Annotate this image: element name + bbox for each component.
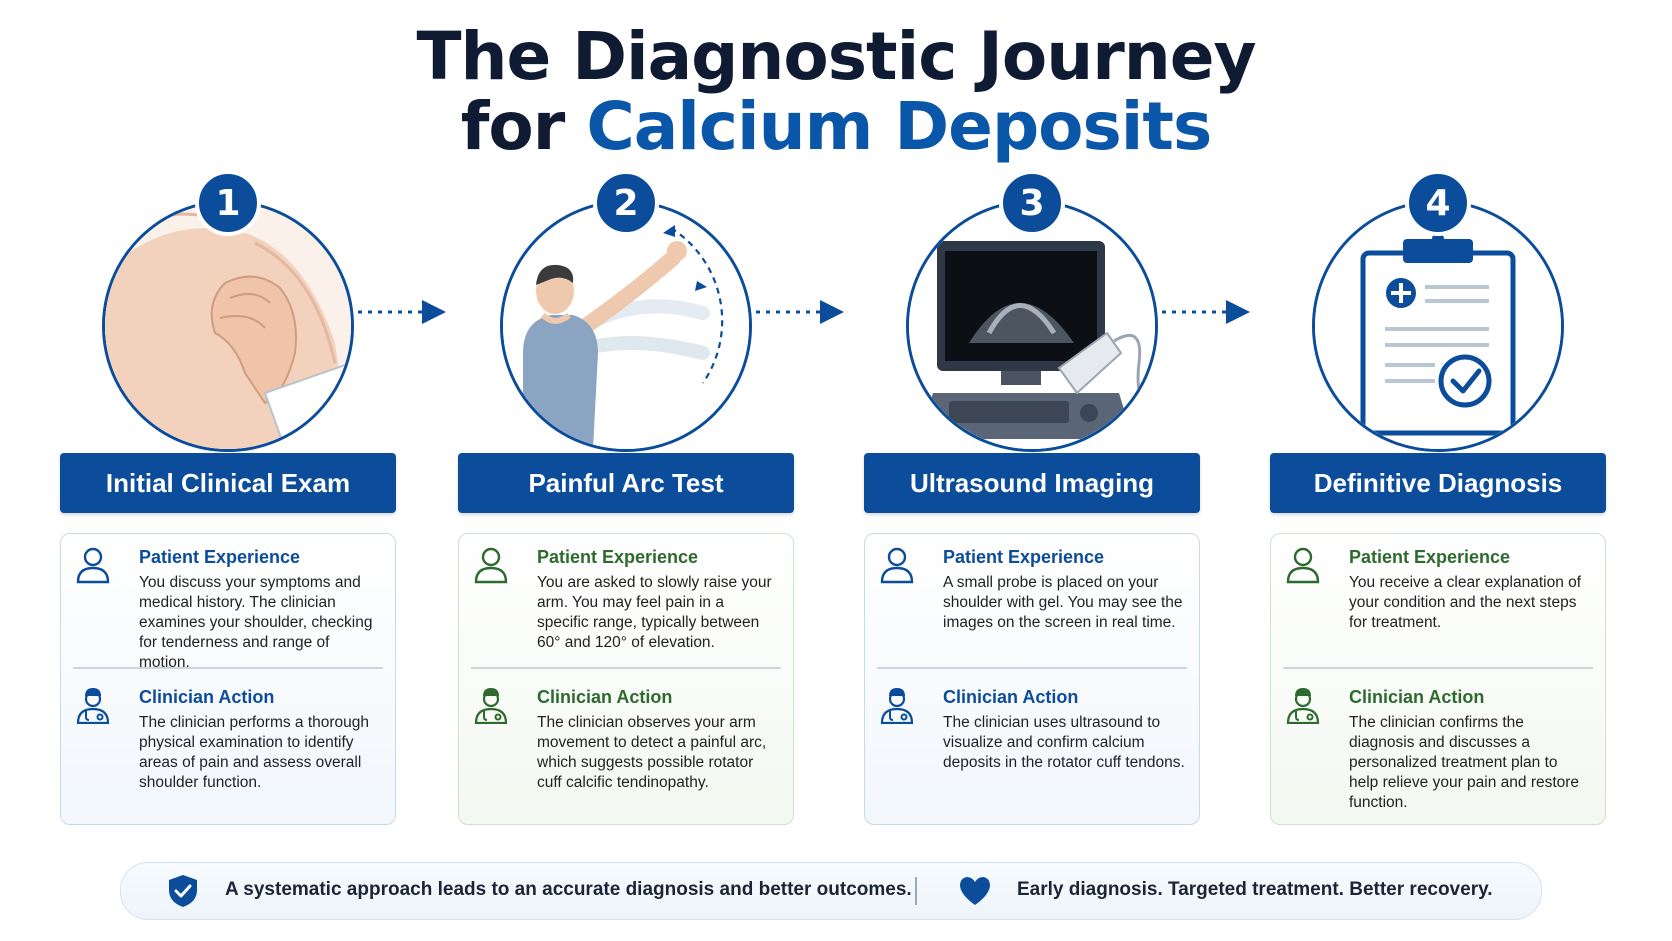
step-number-badge: 2 [593,170,659,236]
step-3: 3 Ultrasound Imaging Patient Experience … [864,170,1200,830]
patient-icon [1286,547,1320,584]
clinician-action-text: The clinician observes your arm movement… [537,714,767,791]
arm-raise-arc-illustration [500,200,752,452]
shoulder-palpation-illustration [102,200,354,452]
patient-experience-text: A small probe is placed on your shoulder… [943,574,1183,631]
clinician-action-text: The clinician confirms the diagnosis and… [1349,714,1580,811]
patient-experience-heading: Patient Experience [537,547,699,567]
ultrasound-machine-illustration [906,200,1158,452]
step-title-banner: Painful Arc Test [458,453,794,513]
arrow-right-icon [1162,300,1250,324]
clinician-icon [880,688,914,724]
step-1: 1 Initial Clinical Exam Patient Experien… [60,170,396,830]
patient-icon [474,547,508,584]
heart-icon [960,877,990,905]
patient-experience-text: You discuss your symptoms and medical hi… [139,574,373,671]
arrow-right-icon [358,300,446,324]
step-detail-card: Patient Experience You receive a clear e… [1270,533,1606,825]
page-title-line2: for Calcium Deposits [0,92,1672,162]
patient-experience-heading: Patient Experience [1349,547,1511,567]
patient-icon [880,547,914,584]
step-number-badge: 3 [999,170,1065,236]
step-detail-card: Patient Experience You are asked to slow… [458,533,794,825]
clinician-action-heading: Clinician Action [139,687,275,707]
step-title-banner: Definitive Diagnosis [1270,453,1606,513]
clinician-icon [1286,688,1320,724]
footer-right-text: Early diagnosis. Targeted treatment. Bet… [1017,879,1493,900]
summary-footer: A systematic approach leads to an accura… [120,862,1542,920]
step-4: 4 Definitive Diagnosis Patient Experienc… [1270,170,1606,830]
clinician-action-text: The clinician performs a thorough physic… [139,714,370,791]
clipboard-check-illustration [1312,200,1564,452]
clinician-action-heading: Clinician Action [1349,687,1485,707]
footer-left-text: A systematic approach leads to an accura… [225,879,912,900]
clinician-icon [76,688,110,724]
clinician-action-text: The clinician uses ultrasound to visuali… [943,714,1185,771]
step-title-banner: Ultrasound Imaging [864,453,1200,513]
clinician-icon [474,688,508,724]
patient-experience-text: You receive a clear explanation of your … [1349,574,1582,631]
step-detail-card: Patient Experience You discuss your symp… [60,533,396,825]
step-number-badge: 4 [1405,170,1471,236]
footer-separator [915,877,917,905]
step-number-badge: 1 [195,170,261,236]
divider [877,667,1187,669]
step-title-banner: Initial Clinical Exam [60,453,396,513]
patient-experience-heading: Patient Experience [943,547,1105,567]
patient-experience-heading: Patient Experience [139,547,301,567]
divider [471,667,781,669]
patient-experience-text: You are asked to slowly raise your arm. … [537,574,772,651]
arrow-right-icon [756,300,844,324]
divider [73,667,383,669]
divider [1283,667,1593,669]
step-detail-card: Patient Experience A small probe is plac… [864,533,1200,825]
page-title-line1: The Diagnostic Journey [416,18,1256,95]
patient-icon [76,547,110,584]
shield-check-icon [169,875,197,907]
page-title-highlight: Calcium Deposits [586,88,1212,165]
step-2: 2 Painful Arc Test Patient Experience Yo… [458,170,794,830]
clinician-action-heading: Clinician Action [943,687,1079,707]
page-title-prefix: for [460,88,587,165]
clinician-action-heading: Clinician Action [537,687,673,707]
